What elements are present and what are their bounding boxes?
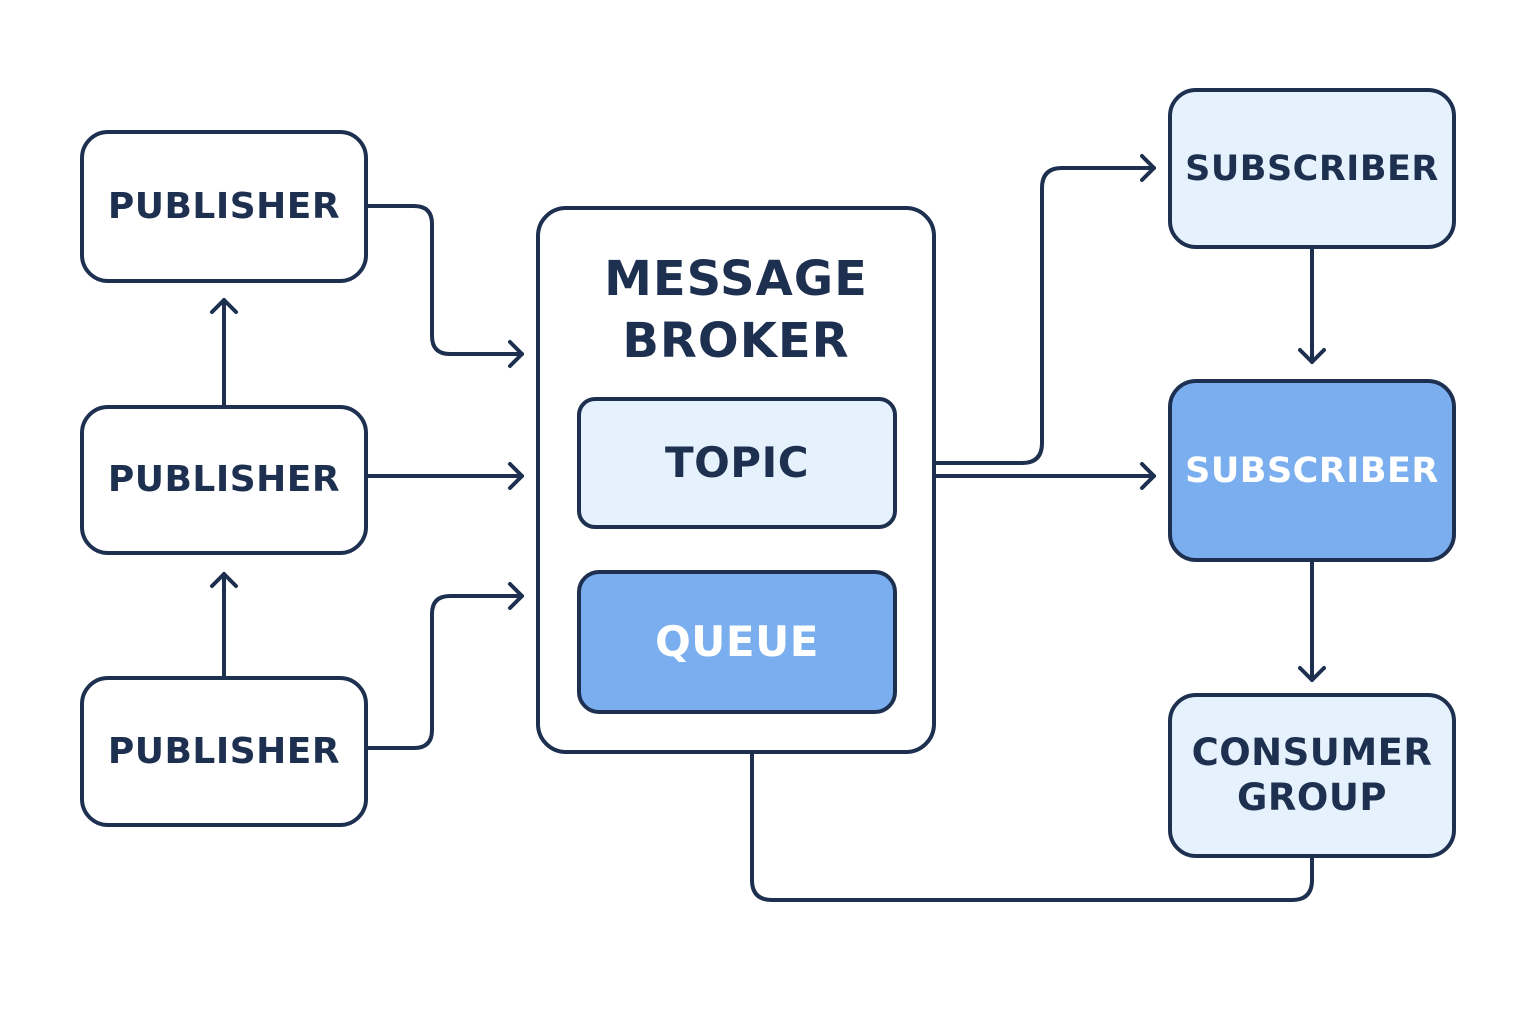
edge-publisher-3-to-publisher-2-arrowhead — [210, 572, 238, 588]
consumer-group-label: CONSUMER GROUP — [1192, 731, 1433, 820]
edge-broker-to-subscriber-2-arrowhead — [1140, 462, 1156, 490]
edge-subscriber-1-to-subscriber-2-arrowhead — [1298, 348, 1326, 364]
subscriber-node-1: SUBSCRIBER — [1168, 88, 1456, 249]
edge-publisher-1-to-broker — [366, 204, 524, 356]
broker-title-line-2: BROKER — [622, 313, 850, 369]
consumer-group-node: CONSUMER GROUP — [1168, 693, 1456, 858]
edge-subscriber-2-to-consumer-group-arrowhead — [1298, 666, 1326, 682]
edge-topic-to-subscriber-1 — [896, 166, 1156, 465]
consumer-group-line-1: CONSUMER — [1191, 731, 1433, 775]
consumer-group-line-2: GROUP — [1237, 775, 1387, 819]
subscriber-label: SUBSCRIBER — [1185, 148, 1439, 189]
publisher-label: PUBLISHER — [107, 185, 341, 227]
broker-title: MESSAGE BROKER — [540, 248, 932, 372]
queue-label: QUEUE — [655, 616, 819, 666]
publisher-node-1: PUBLISHER — [80, 130, 368, 283]
edge-publisher-3-arrowhead — [508, 582, 524, 610]
edge-publisher-2-arrowhead — [508, 462, 524, 490]
subscriber-label: SUBSCRIBER — [1185, 450, 1439, 491]
edge-publisher-3-to-broker — [366, 594, 524, 750]
edge-publisher-2-to-publisher-1-arrowhead — [210, 298, 238, 314]
topic-node: TOPIC — [577, 397, 897, 529]
broker-title-line-1: MESSAGE — [604, 251, 868, 307]
edge-topic-to-subscriber-1-arrowhead — [1140, 154, 1156, 182]
publisher-node-2: PUBLISHER — [80, 405, 368, 555]
publisher-label: PUBLISHER — [107, 459, 341, 501]
subscriber-node-2: SUBSCRIBER — [1168, 379, 1456, 562]
publisher-node-3: PUBLISHER — [80, 676, 368, 827]
edge-broker-to-consumer-group-loop — [750, 752, 1314, 902]
topic-label: TOPIC — [664, 437, 810, 487]
queue-node: QUEUE — [577, 570, 897, 714]
publisher-label: PUBLISHER — [107, 730, 341, 772]
edge-publisher-1-arrowhead — [508, 340, 524, 368]
